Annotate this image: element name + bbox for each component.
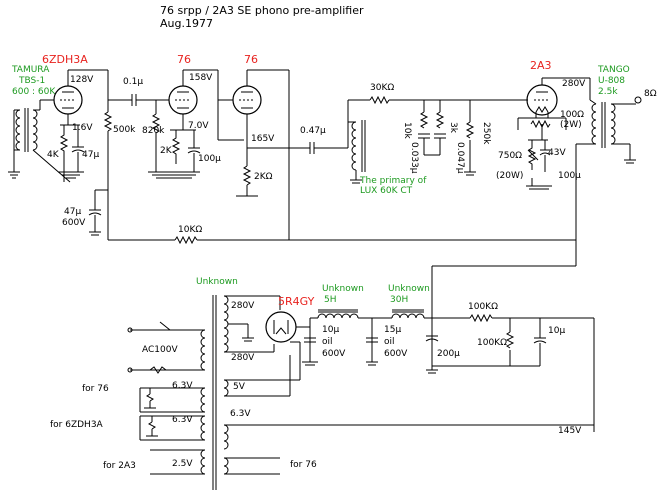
output-transformer-brand: TANGO — [597, 65, 630, 75]
label-for-76-a: for 76 — [82, 384, 109, 394]
label-600v-a: 600V — [62, 218, 86, 228]
label-for-2a3: for 2A3 — [103, 461, 136, 471]
label-158v: 158V — [189, 73, 213, 83]
label-47u-a: 47µ — [82, 150, 99, 160]
speaker-label: 8Ω — [644, 89, 657, 99]
label-200u: 200µ — [437, 349, 460, 359]
label-oil-a: oil — [322, 337, 333, 347]
output-transformer: TANGO U-808 2.5k 8Ω — [575, 65, 657, 266]
label-6-3v-b: 6.3V — [172, 415, 193, 425]
tube-rectifier-label: 5R4GY — [278, 295, 315, 308]
label-500k: 500k — [113, 125, 136, 135]
tube-v2: 76 — [156, 53, 198, 130]
label-47u-b: 47µ — [64, 207, 81, 217]
label-100ohm-2w: (2W) — [560, 120, 582, 130]
label-2kohm: 2KΩ — [254, 172, 273, 182]
label-280v-top: 280V — [231, 301, 255, 311]
label-280v-a: 280V — [562, 79, 586, 89]
label-10u: 10µ — [548, 326, 565, 336]
label-2k: 2K — [160, 146, 173, 156]
input-transformer-model: TBS-1 — [18, 76, 45, 86]
choke2-value: 30H — [390, 295, 408, 305]
label-250k: 250k — [481, 122, 491, 145]
label-3k: 3k — [448, 122, 458, 134]
input-transformer: TAMURA TBS-1 600 : 60K — [8, 65, 71, 183]
tube-v3: 76 — [218, 53, 290, 240]
label-280v-bot: 280V — [231, 353, 255, 363]
input-transformer-ratio: 600 : 60K — [12, 87, 56, 97]
title-line-1: 76 srpp / 2A3 SE phono pre-amplifier — [160, 4, 364, 17]
label-6-3v-a: 6.3V — [172, 381, 193, 391]
tube-v1-label: 6ZDH3A — [42, 53, 88, 66]
label-15u-oil: 15µ — [384, 325, 401, 335]
tube-v3-label: 76 — [244, 53, 258, 66]
label-for-6zdh3a: for 6ZDH3A — [50, 420, 104, 430]
label-100ohm: 100Ω — [560, 110, 584, 120]
interstage-label-2: LUX 60K CT — [360, 186, 413, 196]
tube-v1: 6ZDH3A — [40, 53, 108, 125]
label-100k-b: 100KΩ — [477, 338, 507, 348]
label-0-033u: 0.033µ — [409, 142, 419, 174]
choke1-value: 5H — [324, 295, 337, 305]
output-transformer-impedance: 2.5k — [598, 87, 618, 97]
label-2-5v: 2.5V — [172, 459, 193, 469]
label-0-1u: 0.1µ — [123, 77, 143, 87]
label-145v: 145V — [558, 426, 582, 436]
label-820k: 820k — [142, 126, 165, 136]
label-0-47u: 0.47µ — [300, 126, 326, 136]
label-600v-c: 600V — [384, 349, 408, 359]
tube-rectifier: 5R4GY — [265, 295, 315, 343]
label-750ohm: 750Ω — [498, 151, 522, 161]
label-100u-a: 100µ — [198, 154, 221, 164]
tube-v2-label: 76 — [177, 53, 191, 66]
title-line-2: Aug.1977 — [160, 17, 213, 30]
label-7v: 7.0V — [188, 121, 209, 131]
interstage-choke: The primary of LUX 60K CT — [347, 99, 427, 196]
label-0-047u: 0.047µ — [455, 142, 465, 174]
power-transformer: Unknown — [196, 277, 238, 490]
tube-v4: 2A3 — [526, 59, 591, 116]
label-1-6v: 1.6V — [72, 123, 93, 133]
label-43v: 43V — [548, 148, 566, 158]
label-100k-a: 100KΩ — [468, 302, 498, 312]
label-for-76-b: for 76 — [290, 460, 317, 470]
label-128v: 128V — [70, 75, 94, 85]
label-ac100v: AC100V — [142, 345, 178, 355]
label-600v-b: 600V — [322, 349, 346, 359]
label-165v: 165V — [251, 134, 275, 144]
choke1-label: Unknown — [322, 284, 364, 294]
label-4k: 4K — [47, 150, 60, 160]
interstage-label-1: The primary of — [359, 176, 427, 186]
power-transformer-label: Unknown — [196, 277, 238, 287]
output-transformer-model: U-808 — [598, 76, 625, 86]
label-750ohm-20w: (20W) — [496, 171, 523, 181]
label-100u-b: 100µ — [558, 171, 581, 181]
label-10k: 10k — [402, 122, 412, 139]
input-transformer-brand: TAMURA — [11, 65, 50, 75]
label-10kohm: 10KΩ — [178, 225, 202, 235]
choke2-label: Unknown — [388, 284, 430, 294]
label-5v: 5V — [233, 382, 246, 392]
label-30k: 30KΩ — [370, 83, 394, 93]
label-oil-b: oil — [384, 337, 395, 347]
label-10u-oil: 10µ — [322, 325, 339, 335]
label-6-3v-c: 6.3V — [230, 409, 251, 419]
tube-v4-label: 2A3 — [530, 59, 552, 72]
